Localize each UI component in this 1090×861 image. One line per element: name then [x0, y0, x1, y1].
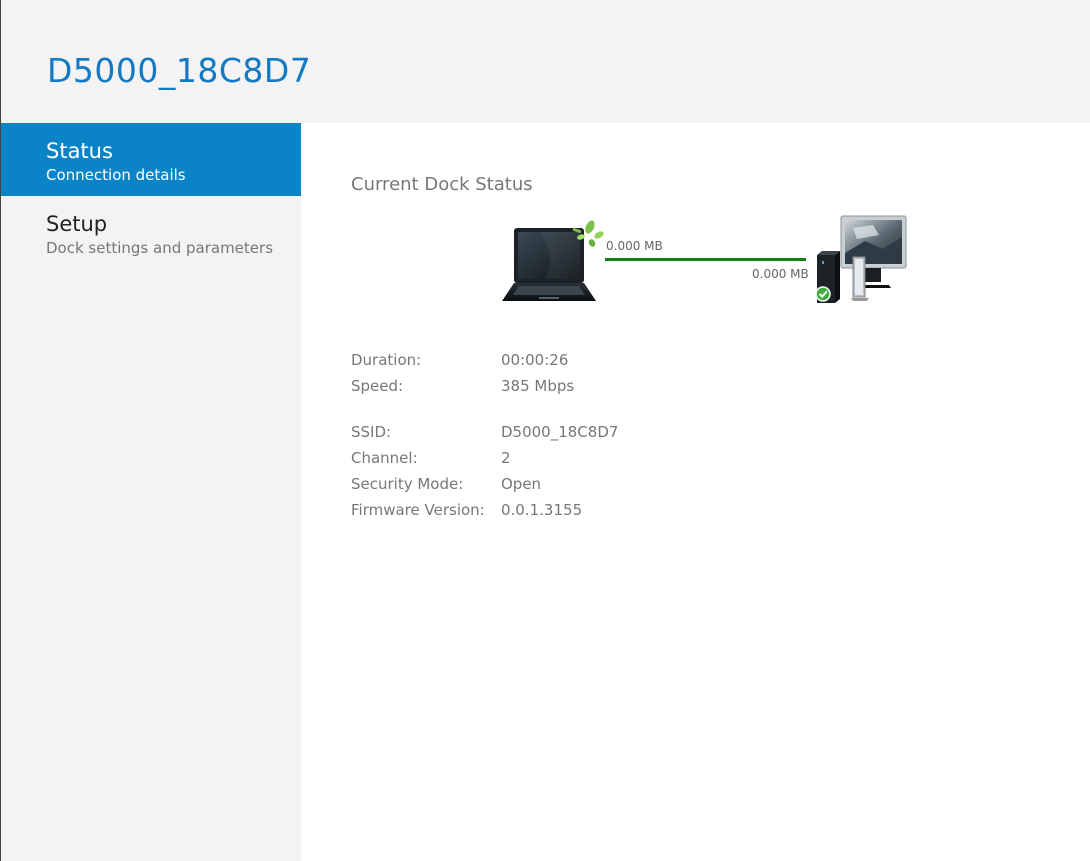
speed-value: 385 Mbps — [501, 377, 575, 395]
sidebar-item-title: Status — [46, 139, 113, 163]
sidebar-item-setup[interactable]: Setup Dock settings and parameters — [1, 196, 301, 269]
section-title: Current Dock Status — [351, 174, 533, 195]
info-row-firmware: Firmware Version: 0.0.1.3155 — [351, 497, 618, 523]
connection-diagram: 0.000 MB 0.000 MB — [501, 213, 911, 308]
connection-link-line — [605, 258, 806, 261]
info-row-duration: Duration: 00:00:26 — [351, 347, 618, 373]
info-row-security: Security Mode: Open — [351, 471, 618, 497]
info-label: Firmware Version: — [351, 501, 485, 519]
firmware-value: 0.0.1.3155 — [501, 501, 583, 519]
channel-value: 2 — [501, 449, 511, 467]
info-label: Security Mode: — [351, 475, 464, 493]
info-label: SSID: — [351, 423, 392, 441]
info-row-speed: Speed: 385 Mbps — [351, 373, 618, 399]
sidebar: Status Connection details Setup Dock set… — [1, 123, 301, 861]
info-label: Channel: — [351, 449, 418, 467]
app-title: D5000_18C8D7 — [47, 51, 312, 90]
ssid-value: D5000_18C8D7 — [501, 423, 619, 441]
security-value: Open — [501, 475, 542, 493]
receive-amount: 0.000 MB — [752, 267, 809, 281]
laptop-wireless-icon — [502, 220, 604, 301]
app-header: D5000_18C8D7 — [1, 0, 1090, 123]
duration-value: 00:00:26 — [501, 351, 569, 369]
info-row-channel: Channel: 2 — [351, 445, 618, 471]
sidebar-item-subtitle: Connection details — [46, 166, 186, 184]
info-label: Speed: — [351, 377, 404, 395]
sidebar-item-subtitle: Dock settings and parameters — [46, 239, 274, 257]
main-panel: Current Dock Status — [301, 123, 1090, 861]
sidebar-item-title: Setup — [46, 212, 108, 236]
info-row-ssid: SSID: D5000_18C8D7 — [351, 419, 618, 445]
sidebar-item-status[interactable]: Status Connection details — [1, 123, 301, 196]
info-label: Duration: — [351, 351, 422, 369]
dock-info-table: Duration: 00:00:26 Speed: 385 Mbps SSID:… — [351, 347, 618, 523]
dock-desktop-icon — [815, 215, 907, 303]
transmit-amount: 0.000 MB — [606, 239, 663, 253]
